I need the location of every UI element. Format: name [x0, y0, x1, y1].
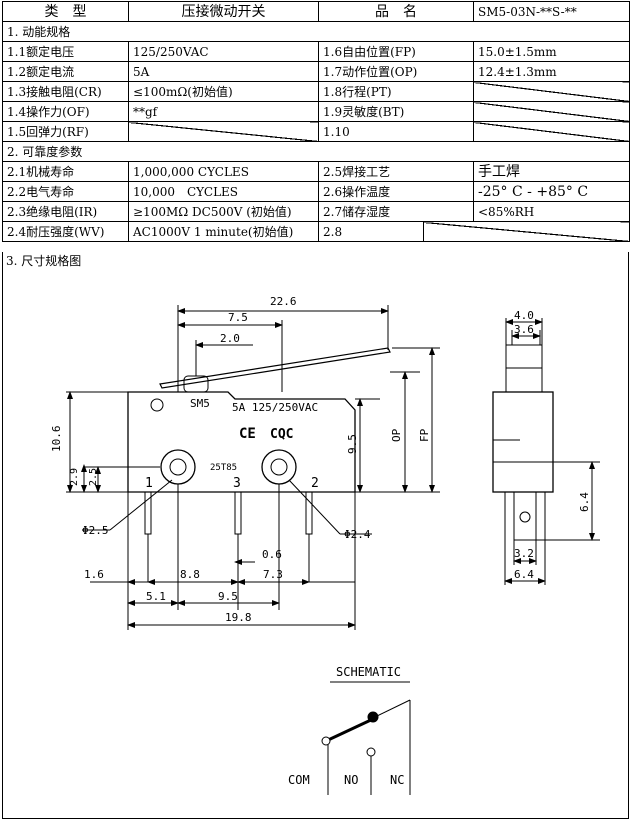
dim-2-0: 2.0: [220, 332, 240, 345]
logo-mark-icon: [150, 398, 164, 412]
dim-9-5-vertical: 9.5: [346, 434, 359, 454]
pin-label-3: 3: [233, 476, 241, 491]
spec-row: 1.2额定电流 5A 1.7动作位置(OP) 12.4±1.3mm: [2, 61, 630, 82]
temp-mark: 25T85: [210, 463, 237, 473]
section3-title: 3. 尺寸规格图: [6, 254, 82, 268]
spec-value: AC1000V 1 minute(初始值): [128, 221, 319, 242]
switch-body: [127, 391, 356, 493]
drawing-frame: [2, 252, 629, 819]
pin-label-1: 1: [145, 476, 153, 491]
schematic-com-terminal: [321, 736, 331, 746]
dim-7-3: 7.3: [263, 568, 283, 581]
spec-label: 1.9灵敏度(BT): [318, 101, 474, 122]
cqc-mark: CQC: [270, 427, 293, 442]
spec-value-empty: [473, 101, 630, 122]
dim-height: 10.6: [50, 426, 63, 453]
ce-mark: CE: [239, 426, 256, 442]
spec-label: 2.6操作温度: [318, 181, 474, 202]
dim-5-1: 5.1: [146, 590, 166, 603]
spec-label: 1.5回弹力(RF): [2, 121, 129, 142]
body-rating-text: 5A 125/250VAC: [232, 401, 318, 414]
dim-9-5-horizontal: 9.5: [218, 590, 238, 603]
spec-row: 2.3绝缘电阻(IR) ≥100MΩ DC500V (初始值) 2.7储存湿度 …: [2, 201, 630, 222]
spec-label: 2.1机械寿命: [2, 161, 129, 182]
spec-value: 10,000 CYCLES: [128, 181, 319, 202]
section1-title: 1. 动能规格: [2, 21, 630, 42]
spec-value-empty: [473, 121, 630, 142]
schematic-nc-contact: [367, 711, 379, 723]
spec-label: 1.4操作力(OF): [2, 101, 129, 122]
terminal-3: [234, 491, 242, 535]
pin-label-2: 2: [311, 476, 319, 491]
side-dim-3-6: 3.6: [514, 323, 534, 336]
dim-2-9: 2.9: [69, 468, 80, 486]
side-dim-3-2: 3.2: [514, 547, 534, 560]
pin-hole-right: [261, 449, 297, 485]
spec-label: 1.2额定电流: [2, 61, 129, 82]
schematic-no-terminal: [366, 747, 376, 757]
dim-fp: FP: [418, 428, 431, 442]
schematic-com-label: COM: [288, 773, 310, 787]
spec-table: 类 型 压接微动开关 品 名 SM5-03N-**S-** 1. 动能规格 1.…: [2, 1, 630, 242]
spec-value: 12.4±1.3mm: [473, 61, 630, 82]
spec-value: ≥100MΩ DC500V (初始值): [128, 201, 319, 222]
dim-7-5: 7.5: [228, 311, 248, 324]
dim-op: OP: [390, 428, 403, 442]
side-view-body: [492, 391, 554, 493]
dim-2-5: 2.5: [88, 468, 99, 486]
lever-arm: [159, 347, 391, 389]
dim-overall-lever: 22.6: [270, 295, 297, 308]
spec-label: 1.3接触电阻(CR): [2, 81, 129, 102]
schematic-title: SCHEMATIC: [336, 665, 401, 679]
body-model-text: SM5: [190, 397, 210, 410]
dim-19-8: 19.8: [225, 611, 252, 624]
section1-title-row: 1. 动能规格: [2, 21, 630, 42]
spec-label: 2.8: [318, 221, 424, 242]
side-dim-6-4-horizontal: 6.4: [514, 568, 534, 581]
spec-value-empty: [128, 121, 319, 142]
schematic-no-label: NO: [344, 773, 358, 787]
spec-label: 2.3绝缘电阻(IR): [2, 201, 129, 222]
schematic-contact-arm: [325, 717, 374, 743]
pin-hole-left: [160, 449, 196, 485]
spec-row: 1.4操作力(OF) **gf 1.9灵敏度(BT): [2, 101, 630, 122]
spec-row: 1.3接触电阻(CR) ≤100mΩ(初始值) 1.8行程(PT): [2, 81, 630, 102]
dim-0-6: 0.6: [262, 548, 282, 561]
spec-row: 2.4耐压强度(WV) AC1000V 1 minute(初始值) 2.8: [2, 221, 630, 242]
side-dim-4-0: 4.0: [514, 309, 534, 322]
side-dim-6-4-vertical: 6.4: [578, 492, 591, 512]
spec-value: 15.0±1.5mm: [473, 41, 630, 62]
spec-value-empty: [423, 221, 630, 242]
spec-value: -25° C - +85° C: [473, 181, 630, 202]
spec-value: 手工焊: [473, 161, 630, 182]
dim-8-8: 8.8: [180, 568, 200, 581]
dim-1-6: 1.6: [84, 568, 104, 581]
dim-phi-right: Φ2.4: [344, 528, 371, 541]
spec-row: 1.5回弹力(RF) 1.10: [2, 121, 630, 142]
schematic-nc-label: NC: [390, 773, 404, 787]
spec-label: 1.8行程(PT): [318, 81, 474, 102]
dim-phi-left: Φ2.5: [82, 524, 109, 537]
